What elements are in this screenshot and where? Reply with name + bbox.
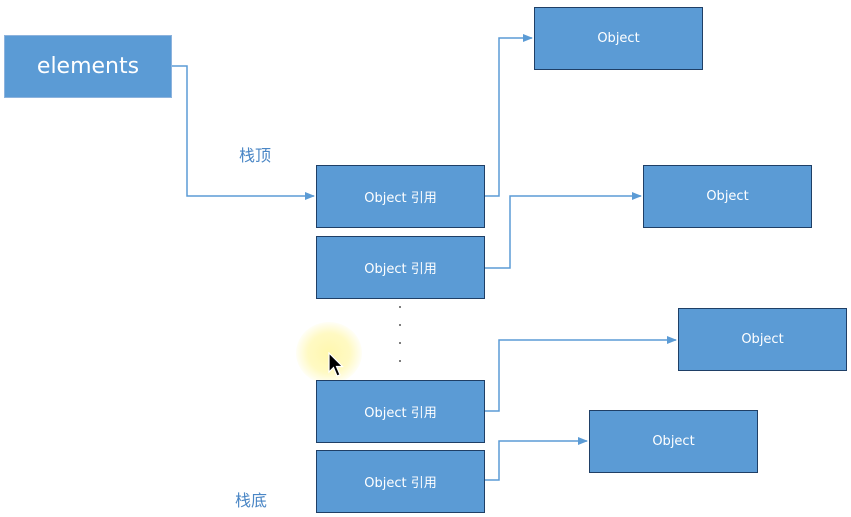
object-box-4: Object (589, 410, 758, 473)
ellipsis-dot (399, 360, 401, 362)
ellipsis-dot (399, 324, 401, 326)
arrow-elements-to-stack-top (172, 65, 315, 200)
stack-slot-4: Object 引用 (316, 450, 485, 513)
object-box-1: Object (534, 7, 703, 70)
stack-slot-1: Object 引用 (316, 165, 485, 228)
arrow-ref2-to-object2 (485, 192, 642, 269)
ellipsis-dot (399, 306, 401, 308)
object-box-3: Object (678, 308, 847, 371)
object-box-2: Object (643, 165, 812, 228)
arrow-ref3-to-object3 (485, 336, 677, 412)
stack-slot-2: Object 引用 (316, 236, 485, 299)
arrow-ref4-to-object4 (485, 437, 588, 481)
stack-bottom-label: 栈底 (235, 491, 268, 510)
ellipsis-dot (399, 342, 401, 344)
elements-box: elements (4, 35, 172, 98)
mouse-pointer-icon (328, 352, 344, 377)
stack-slot-3: Object 引用 (316, 380, 485, 443)
arrow-ref1-to-object1 (485, 34, 533, 197)
stack-top-label: 栈顶 (239, 146, 272, 165)
